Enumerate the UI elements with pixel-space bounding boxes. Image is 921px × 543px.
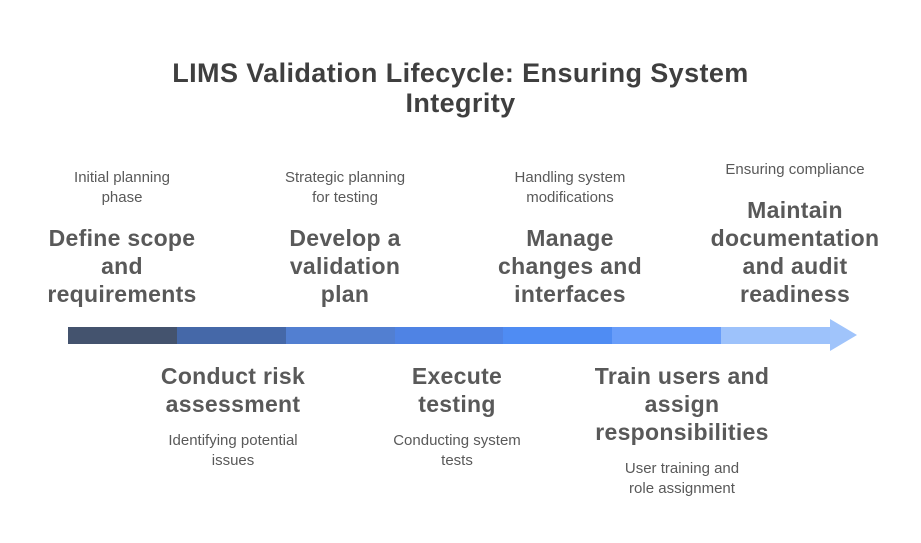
- phase-train-users: Train users and assign responsibilities …: [567, 362, 797, 499]
- timeline-arrow-bar: [68, 327, 831, 344]
- phase-subtitle: Handling system modifications: [514, 169, 626, 206]
- arrow-segment: [394, 327, 504, 344]
- phase-subtitle: User training and role assignment: [624, 460, 740, 497]
- arrow-segment: [285, 327, 395, 344]
- phase-subtitle: Initial planning phase: [74, 169, 170, 206]
- phase-heading: Execute testing: [411, 363, 503, 417]
- phase-heading: Manage changes and interfaces: [498, 225, 642, 307]
- phase-subtitle: Strategic planning for testing: [284, 169, 406, 206]
- phase-execute-testing: Execute testing Conducting system tests: [342, 362, 572, 471]
- phase-manage-changes: Handling system modifications Manage cha…: [460, 168, 680, 308]
- arrow-segment: [721, 327, 831, 344]
- arrow-segment: [176, 327, 286, 344]
- phase-risk-assessment: Conduct risk assessment Identifying pote…: [118, 362, 348, 471]
- phase-heading: Conduct risk assessment: [160, 363, 306, 417]
- arrow-segment: [612, 327, 722, 344]
- arrow-segment: [503, 327, 613, 344]
- phase-subtitle: Identifying potential issues: [168, 432, 298, 469]
- phase-subtitle: Ensuring compliance: [725, 161, 865, 178]
- phase-subtitle: Conducting system tests: [393, 432, 521, 469]
- phase-define-scope: Initial planning phase Define scope and …: [12, 168, 232, 308]
- arrow-segment: [68, 327, 177, 344]
- diagram-title: LIMS Validation Lifecycle: Ensuring Syst…: [172, 58, 749, 118]
- phase-heading: Train users and assign responsibilities: [594, 363, 770, 445]
- phase-validation-plan: Strategic planning for testing Develop a…: [235, 168, 455, 308]
- timeline-arrow-head-icon: [830, 319, 857, 351]
- phase-heading: Maintain documentation and audit readine…: [710, 197, 880, 307]
- phase-maintain-documentation: Ensuring compliance Maintain documentati…: [685, 160, 905, 308]
- phase-heading: Define scope and requirements: [47, 225, 197, 307]
- phase-heading: Develop a validation plan: [289, 225, 401, 307]
